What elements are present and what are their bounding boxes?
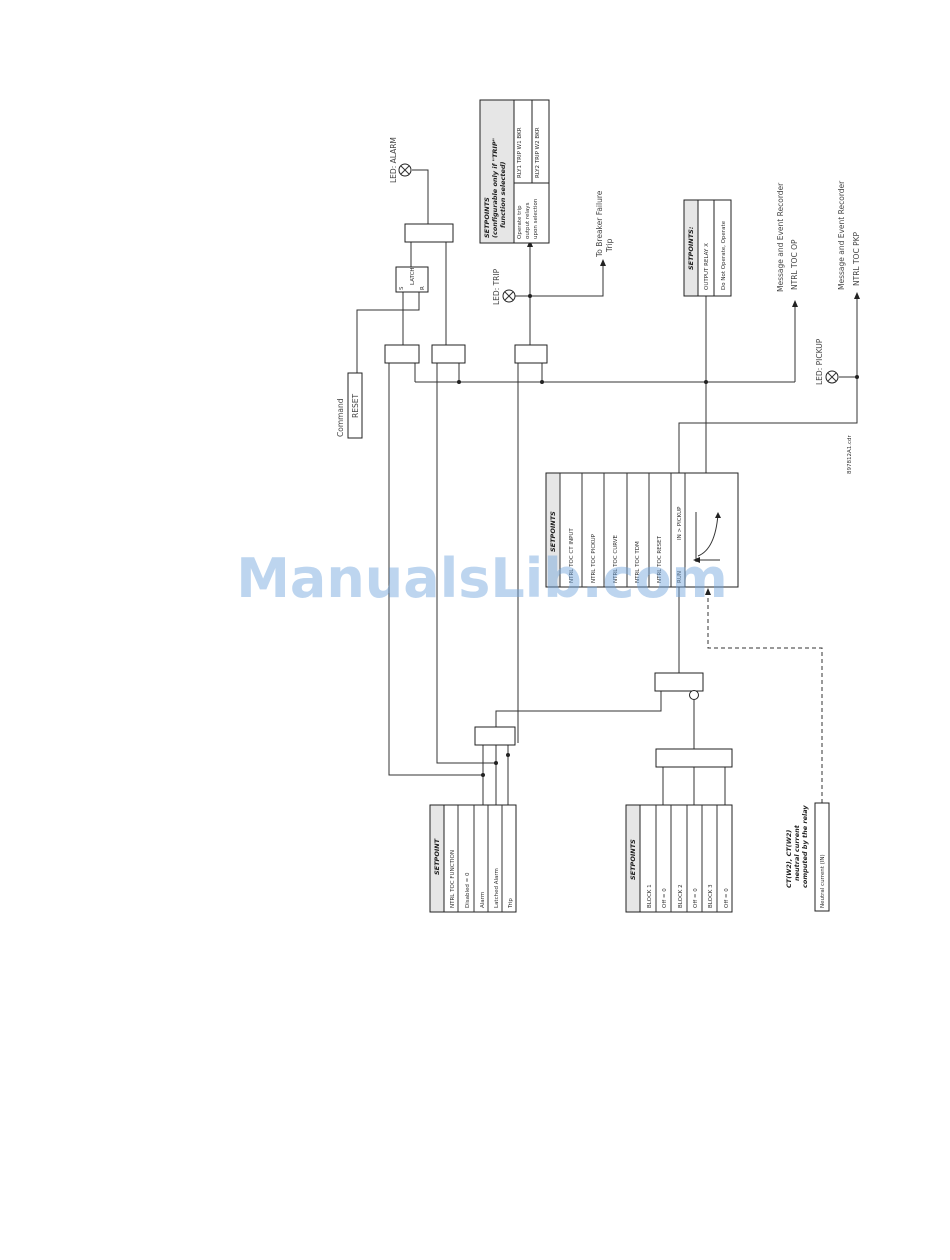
- block-row-4: BLOCK 3: [708, 884, 714, 908]
- command-label: Command: [336, 398, 345, 437]
- relay1-label: RLY1 TRIP W1 BKR: [517, 127, 523, 178]
- toc-setpoints-block: SETPOINTS NTRL TOC CT INPUT NTRL TOC PIC…: [545, 472, 739, 588]
- block-setpoints-block: SETPOINTS BLOCK 1 Off = 0 BLOCK 2 Off = …: [625, 804, 733, 913]
- toc-row-1: NTRL TOC PICKUP: [591, 533, 597, 583]
- recorder-pkp-line2: NTRL TOC PKP: [852, 231, 861, 286]
- trip-desc3: upon selection: [533, 198, 539, 239]
- arrow-head-icon: [527, 240, 860, 595]
- latch-label: LATCH: [410, 267, 416, 285]
- ct-input-block: CT(W2), CT(W2) neutral current computed …: [785, 802, 830, 912]
- ct-input-line3: computed by the relay: [801, 805, 809, 888]
- trip-setpoints-header2: (configurable only if "TRIP": [491, 138, 499, 238]
- latch-block: LATCH S R: [395, 266, 429, 293]
- alarm-gate: [431, 344, 466, 364]
- function-row-1: Disabled = 0: [465, 872, 471, 908]
- breaker-failure-label: To Breaker Failure Trip: [595, 190, 614, 258]
- toc-element-label: IN > PICKUP: [677, 506, 683, 540]
- toc-row-3: NTRL TOC TDM: [635, 541, 641, 583]
- function-row-3: Latched Alarm: [494, 868, 500, 908]
- toc-row-0: NTRL TOC CT INPUT: [569, 528, 575, 583]
- enable-and-gate: [654, 672, 704, 692]
- trip-gate: [514, 344, 548, 364]
- recorder-pkp-line1: Message and Event Recorder: [837, 180, 846, 290]
- block-row-3: Off = 0: [693, 888, 699, 908]
- output-relay-line1: OUTPUT RELAY X: [704, 243, 710, 290]
- trip-setpoints-header3: function selected): [499, 161, 507, 228]
- latch-s-label: S: [399, 286, 405, 290]
- figure-code: 897812A1.cdr: [847, 434, 853, 474]
- inverter-bubble: [689, 690, 699, 700]
- ct-input-value: Neutral current (IN): [820, 854, 826, 908]
- ct-input-line2: neutral current: [793, 824, 801, 881]
- relay2-label: RLY2 TRIP W2 BKR: [535, 127, 541, 178]
- ct-input-line1: CT(W2), CT(W2): [785, 830, 793, 888]
- function-row-0: NTRL TOC FUNCTION: [450, 850, 456, 908]
- junction-dots: [457, 294, 859, 777]
- recorder-op-line1: Message and Event Recorder: [776, 182, 785, 292]
- led-lamp-icon: [825, 370, 839, 384]
- breaker-failure-line2: Trip: [605, 238, 614, 253]
- toc-row-2: NTRL TOC CURVE: [613, 534, 619, 583]
- block-row-2: BLOCK 2: [678, 884, 684, 908]
- recorder-op: Message and Event Recorder NTRL TOC OP: [776, 182, 799, 292]
- function-row-2: Alarm: [480, 892, 486, 908]
- block-row-1: Off = 0: [662, 888, 668, 908]
- led-trip-label: LED: TRIP: [492, 268, 501, 305]
- logic-gates: [384, 223, 733, 768]
- led-trip: LED: TRIP: [492, 268, 516, 305]
- led-lamp-icon: [502, 289, 516, 303]
- led-pickup-label: LED: PICKUP: [815, 338, 824, 385]
- block-row-0: BLOCK 1: [647, 884, 653, 908]
- trip-setpoints-block: SETPOINTS (configurable only if "TRIP" f…: [479, 99, 550, 244]
- command-reset: Command RESET: [336, 372, 363, 439]
- trip-desc1: Operate trip: [517, 205, 523, 239]
- output-relay-block: SETPOINTS: OUTPUT RELAY X Do Not Operate…: [683, 199, 732, 297]
- latched-alarm-gate: [384, 344, 420, 364]
- latch-r-label: R: [420, 286, 426, 290]
- led-lamp-icon: [398, 163, 412, 177]
- block-setpoints-header: SETPOINTS: [629, 839, 637, 880]
- block-or-gate: [655, 748, 733, 768]
- alarm-output-gate: [404, 223, 454, 243]
- breaker-failure-line1: To Breaker Failure: [595, 190, 604, 258]
- recorder-pkp: Message and Event Recorder NTRL TOC PKP: [837, 180, 861, 290]
- command-value: RESET: [351, 394, 360, 418]
- trip-desc2: output relays: [525, 202, 531, 239]
- inverse-time-curve-icon: [693, 512, 721, 563]
- led-alarm-label: LED: ALARM: [389, 137, 398, 183]
- toc-row-4: NTRL TOC RESET: [657, 535, 663, 583]
- function-row-4: Trip: [508, 898, 514, 909]
- led-pickup: LED: PICKUP: [815, 338, 839, 385]
- trip-setpoints-header: SETPOINTS: [483, 197, 491, 238]
- function-setpoint-header: SETPOINT: [433, 838, 441, 875]
- output-relay-line2: Do Not Operate, Operate: [721, 220, 727, 290]
- toc-setpoints-header: SETPOINTS: [549, 511, 557, 552]
- recorder-op-line2: NTRL TOC OP: [790, 239, 799, 290]
- output-relay-header: SETPOINTS:: [687, 226, 695, 270]
- wires: [356, 169, 858, 805]
- function-or-gate: [474, 726, 516, 746]
- watermark: ManualsLib.com: [236, 547, 728, 610]
- function-setpoint-block: SETPOINT NTRL TOC FUNCTION Disabled = 0 …: [429, 804, 517, 913]
- block-row-5: Off = 0: [724, 888, 730, 908]
- led-alarm: LED: ALARM: [389, 137, 412, 183]
- toc-run-label: RUN: [677, 571, 683, 583]
